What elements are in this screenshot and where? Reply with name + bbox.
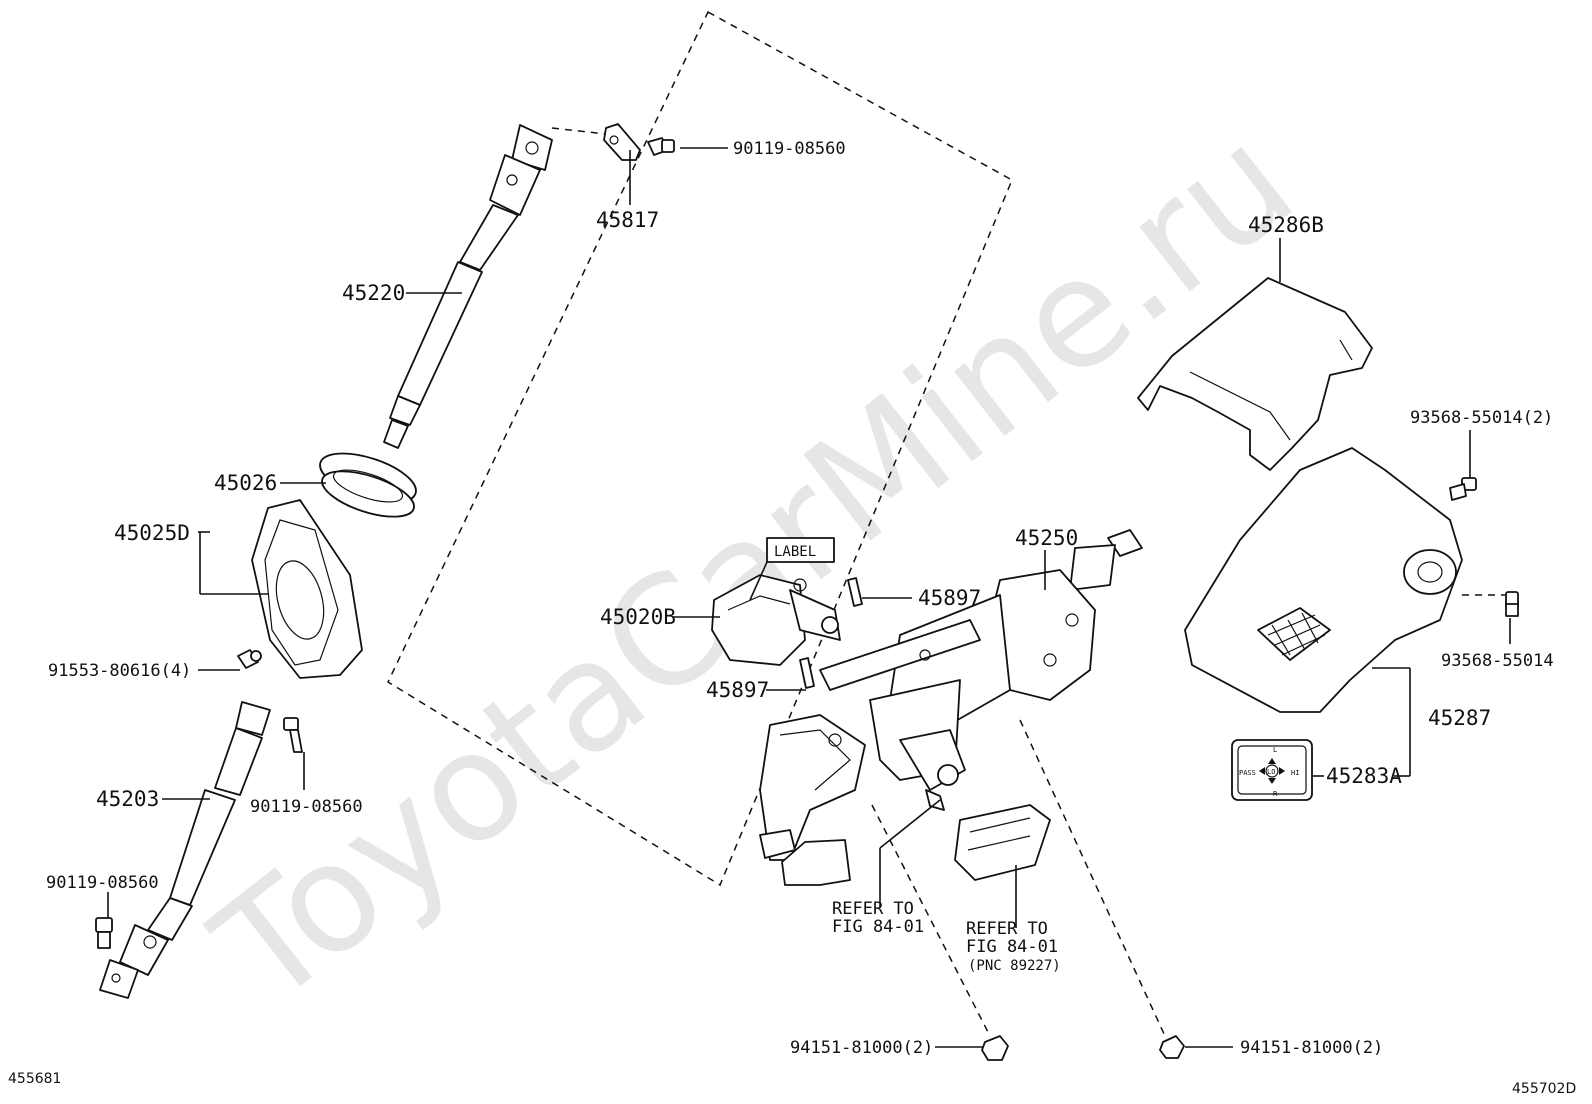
part-number-90119-low: 90119-08560 bbox=[46, 873, 159, 893]
refer-2-line2: FIG 84-01 bbox=[966, 937, 1058, 957]
dashed-link-94151-a bbox=[871, 804, 991, 1037]
part-number-93568-qty2: 93568-55014(2) bbox=[1410, 408, 1553, 428]
bolt-icon bbox=[925, 789, 945, 811]
part-number-91553: 91553-80616(4) bbox=[48, 661, 191, 681]
part-number-45203: 45203 bbox=[96, 787, 159, 811]
diagram-id-left: 455681 bbox=[8, 1071, 61, 1087]
arrow-up-icon bbox=[1268, 758, 1276, 764]
screw-icon bbox=[799, 657, 815, 689]
screw-icon bbox=[1505, 591, 1519, 617]
part-number-94151-a: 94151-81000(2) bbox=[790, 1038, 933, 1058]
arrow-right-icon bbox=[1279, 767, 1285, 775]
refer-2-line1: REFER TO bbox=[966, 919, 1048, 939]
part-number-90119-mid: 90119-08560 bbox=[250, 797, 363, 817]
part-number-45897-a: 45897 bbox=[918, 586, 981, 610]
switch-l: L bbox=[1273, 746, 1277, 754]
leader-lines bbox=[107, 147, 1511, 1048]
switch-r: R bbox=[1273, 790, 1278, 798]
nut-icon bbox=[981, 1035, 1009, 1061]
switch-lo: LO bbox=[1267, 768, 1275, 776]
ecu-bracket bbox=[954, 804, 1051, 881]
part-number-94151-b: 94151-81000(2) bbox=[1240, 1038, 1383, 1058]
bearing-ring bbox=[319, 452, 417, 518]
part-number-45025D: 45025D bbox=[114, 521, 190, 545]
part-number-45286B: 45286B bbox=[1248, 213, 1324, 237]
watermark: ToyotaCarMine.ru bbox=[184, 94, 1325, 1038]
part-number-45897-b: 45897 bbox=[706, 678, 769, 702]
part-number-90119-top: 90119-08560 bbox=[733, 139, 846, 159]
bolt-icon bbox=[283, 717, 303, 753]
part-number-45020B: 45020B bbox=[600, 605, 676, 629]
arrow-down-icon bbox=[1268, 778, 1276, 784]
dashed-group-outline bbox=[387, 10, 1013, 887]
switch-hi: HI bbox=[1291, 769, 1299, 777]
steering-intermediate-shaft bbox=[383, 124, 553, 449]
diagram-id-right: 455702D bbox=[1512, 1081, 1576, 1097]
refer-1-line2: FIG 84-01 bbox=[832, 917, 924, 937]
nut-icon bbox=[1159, 1035, 1185, 1059]
refer-1-line1: REFER TO bbox=[832, 899, 914, 919]
steering-sliding-yoke bbox=[99, 701, 271, 999]
bolt-icon bbox=[647, 137, 675, 156]
steering-lock-assembly bbox=[711, 574, 841, 666]
shaft-cover-plate bbox=[603, 123, 641, 161]
arrow-left-icon bbox=[1259, 767, 1265, 775]
part-number-45283A: 45283A bbox=[1326, 764, 1402, 788]
part-number-45026: 45026 bbox=[214, 471, 277, 495]
screw-icon bbox=[1449, 477, 1477, 501]
label-callout-text: LABEL bbox=[774, 544, 816, 560]
part-number-45287: 45287 bbox=[1428, 706, 1491, 730]
screw-icon bbox=[847, 577, 863, 607]
bolt-icon bbox=[95, 917, 113, 949]
column-hole-cover bbox=[251, 499, 363, 679]
steering-column-assembly bbox=[759, 529, 1143, 886]
column-lower-cover bbox=[1184, 447, 1463, 713]
part-number-45220: 45220 bbox=[342, 281, 405, 305]
bolt-icon bbox=[237, 649, 262, 669]
dashed-link-45817 bbox=[551, 127, 607, 135]
dimmer-switch-panel bbox=[1231, 739, 1313, 801]
refer-2-line3: (PNC 89227) bbox=[968, 958, 1061, 974]
label-callout bbox=[749, 537, 835, 601]
part-number-45250: 45250 bbox=[1015, 526, 1078, 550]
column-upper-cover bbox=[1137, 277, 1373, 471]
switch-pass: PASS bbox=[1239, 769, 1256, 777]
part-number-93568: 93568-55014 bbox=[1441, 651, 1554, 671]
part-number-45817: 45817 bbox=[596, 208, 659, 232]
dashed-link-94151-b bbox=[1019, 719, 1166, 1037]
